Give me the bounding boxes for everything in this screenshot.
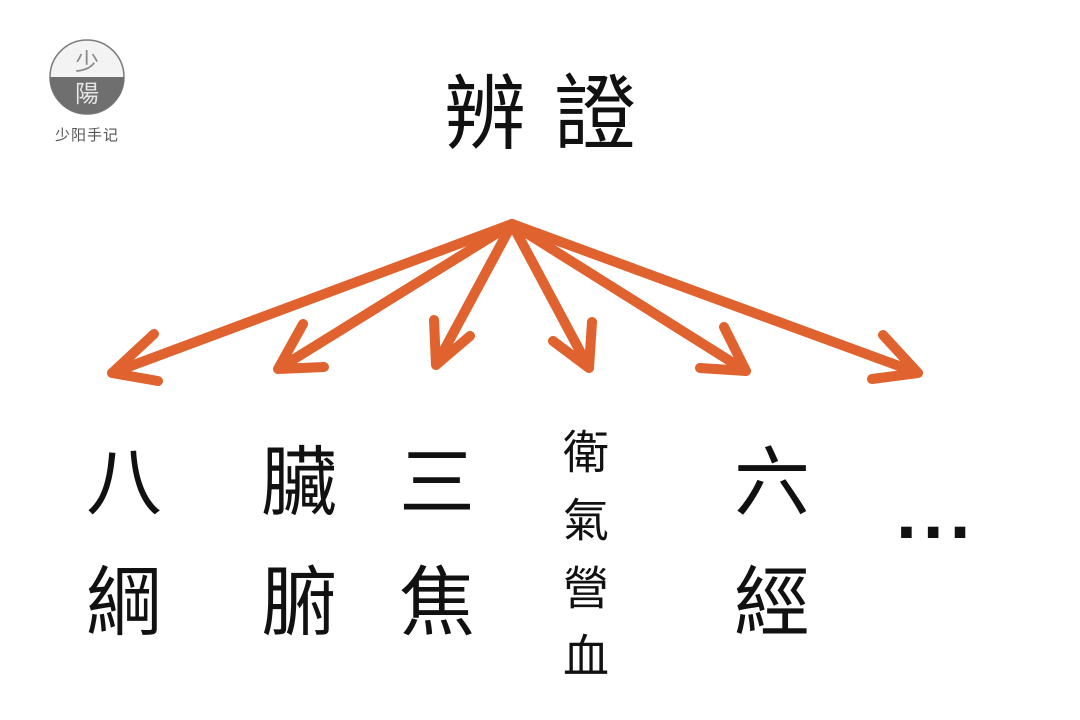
logo-text: 少阳手记 <box>54 126 119 144</box>
branch-liu-jing: 六經 <box>721 442 810 682</box>
diagram-title: 辨證 <box>443 67 664 162</box>
branch-wei-qi-ying-xue: 衛氣營血 <box>556 428 610 700</box>
arrow-to-ellipsis <box>507 219 923 384</box>
arrow-to-liu-jing <box>507 219 751 376</box>
logo: 少 陽 少阳手记 <box>45 38 129 145</box>
branch-ba-gang: 八綱 <box>73 442 162 682</box>
arrow-to-wei-qi-ying-xue <box>507 219 597 373</box>
branch-san-jiao: 三焦 <box>386 442 475 682</box>
branch-zang-fu: 臟腑 <box>248 442 337 682</box>
svg-text:陽: 陽 <box>75 80 99 108</box>
arrow-to-san-jiao <box>429 219 517 370</box>
arrow-to-zang-fu <box>273 219 517 374</box>
ellipsis: ... <box>895 483 976 553</box>
arrow-to-ba-gang <box>107 219 517 386</box>
seal-icon: 少 陽 <box>49 39 125 115</box>
svg-text:少: 少 <box>75 48 99 76</box>
